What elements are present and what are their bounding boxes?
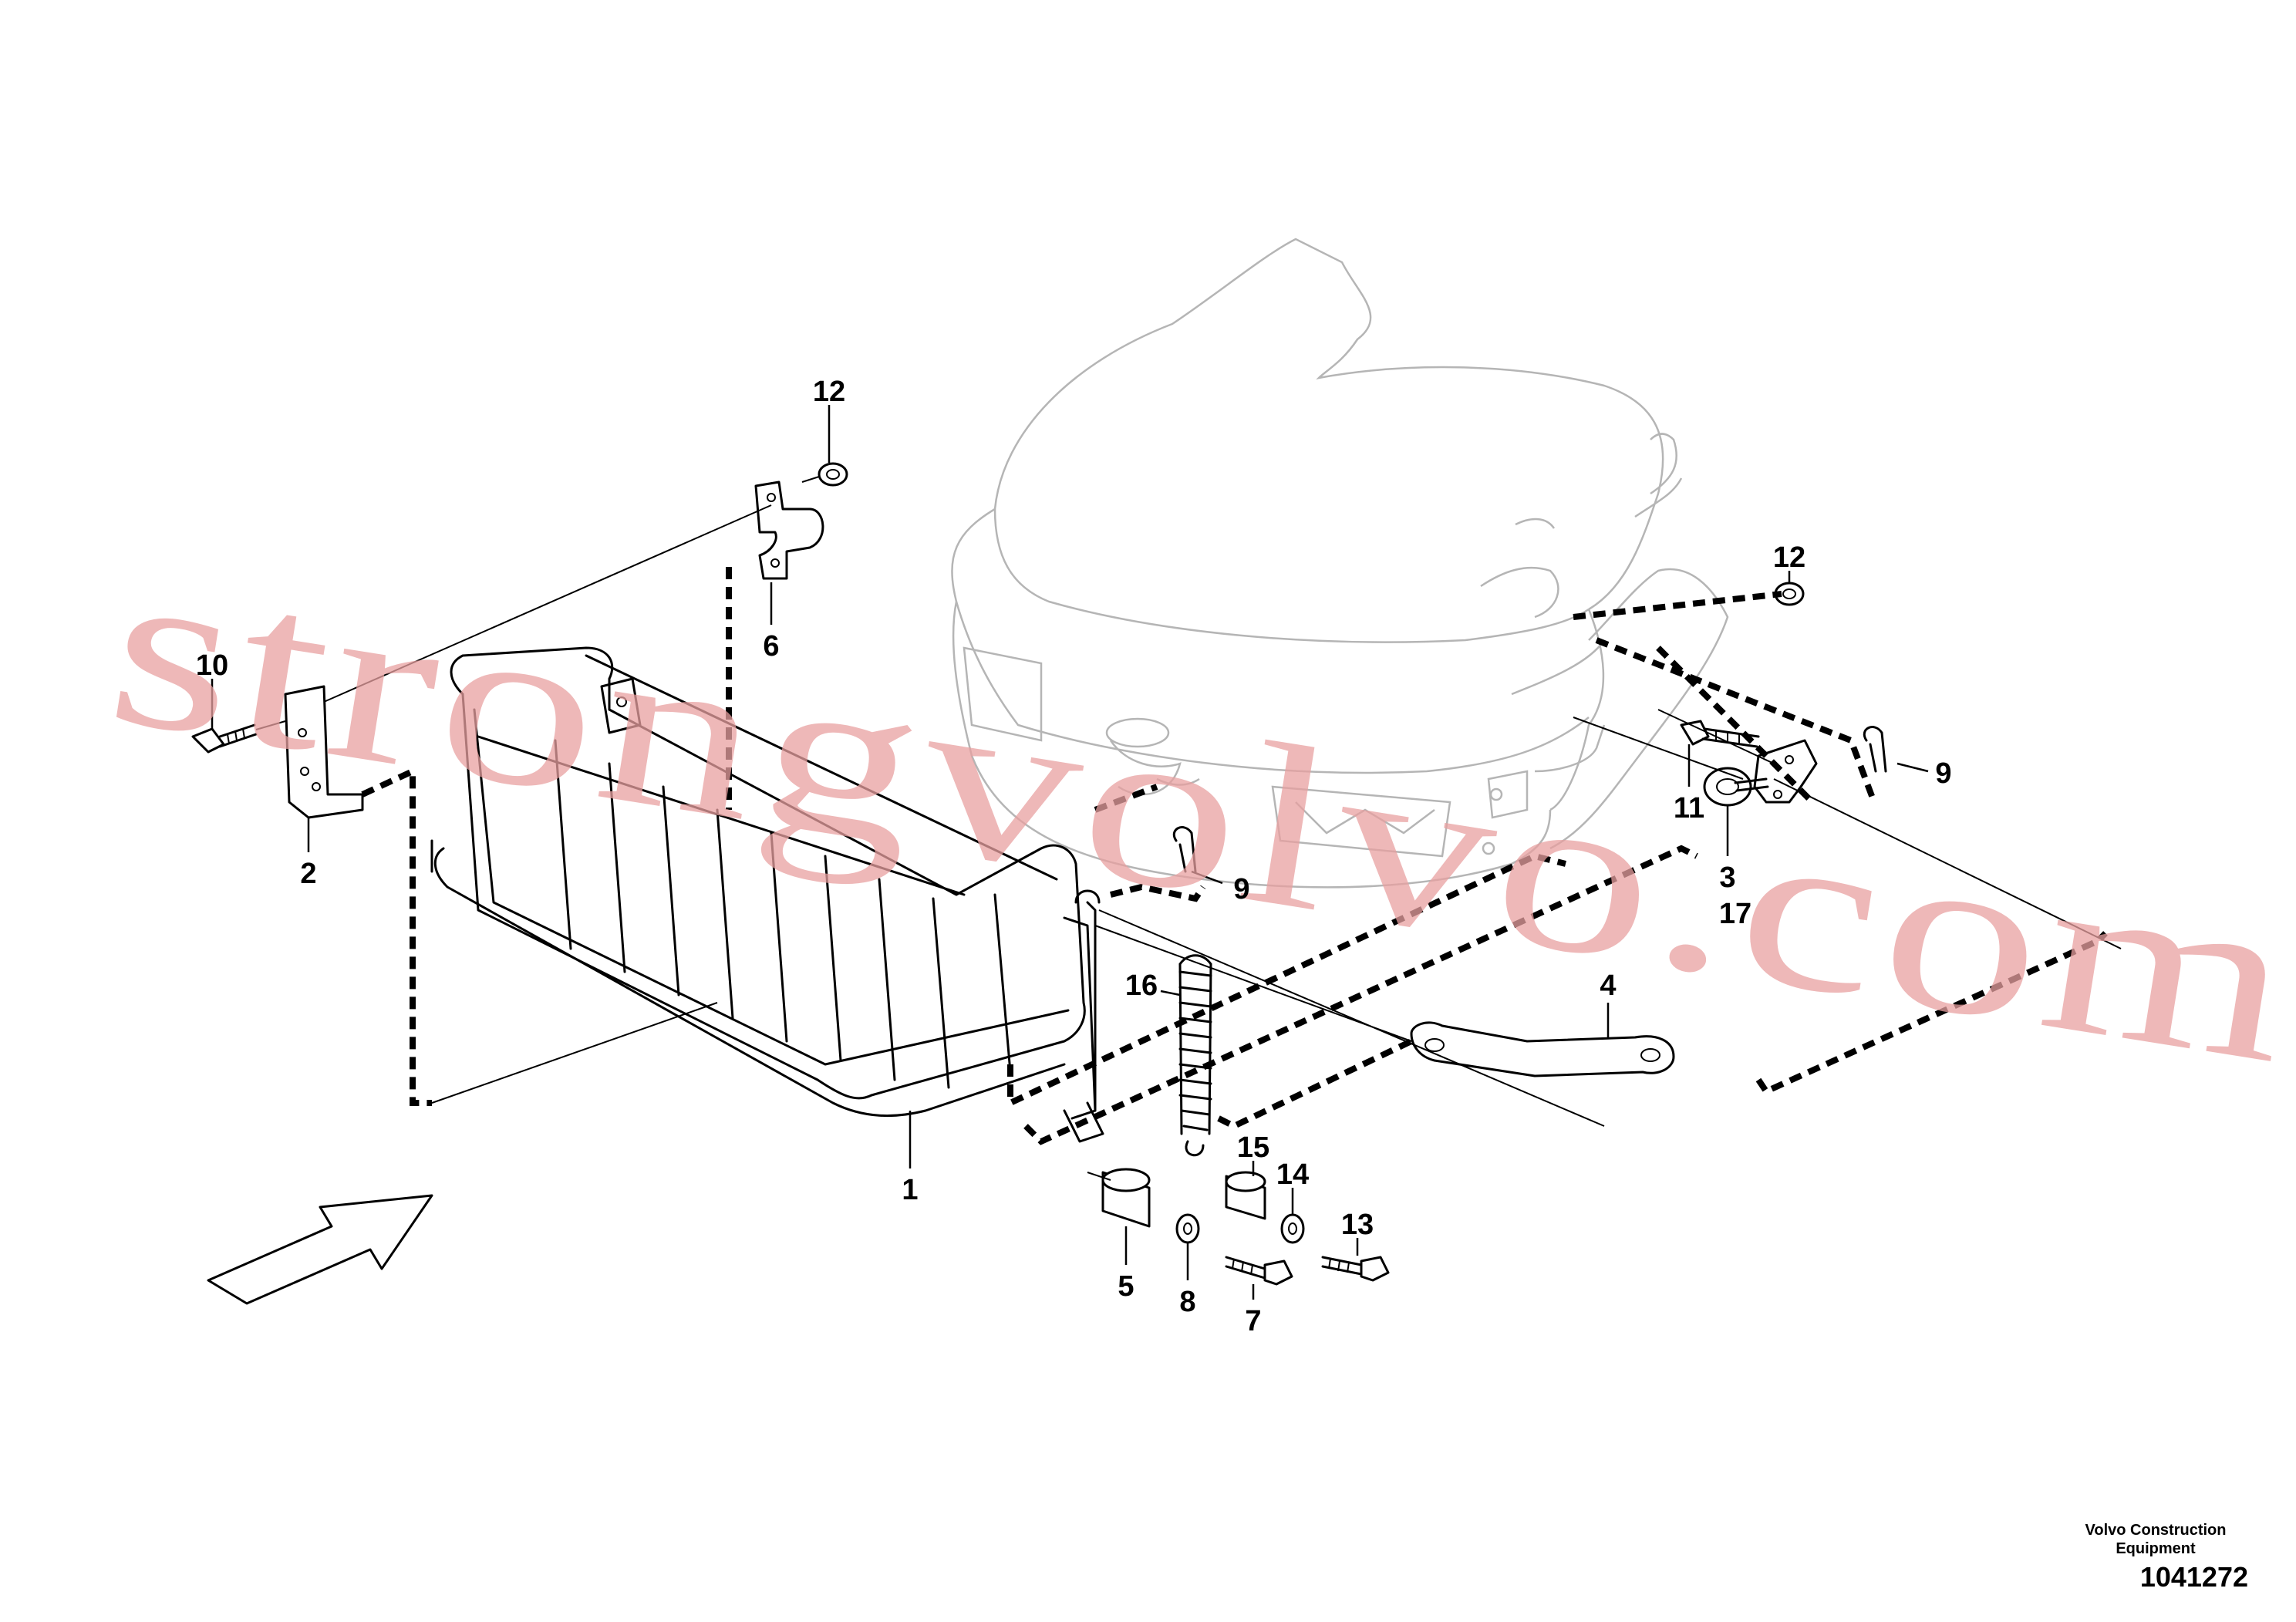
document-number: 1041272 — [2139, 1561, 2248, 1593]
label-part-15: 15 — [1237, 1131, 1269, 1164]
label-part-1: 1 — [902, 1174, 918, 1206]
label-part-13: 13 — [1341, 1209, 1374, 1241]
label-part-4: 4 — [1600, 969, 1616, 1002]
label-part-9-left: 9 — [1233, 873, 1249, 905]
washer-part-14 — [1280, 1213, 1305, 1244]
manufacturer-caption: Volvo Construction Equipment — [2055, 1521, 2256, 1558]
label-part-12-left: 12 — [813, 376, 845, 408]
bolt-part-7 — [1225, 1256, 1293, 1286]
label-part-6: 6 — [763, 630, 779, 663]
bolt-part-10 — [191, 720, 286, 754]
manufacturer-line-2: Equipment — [2116, 1540, 2196, 1557]
label-part-7: 7 — [1245, 1305, 1261, 1337]
pivot-rod — [1074, 889, 1605, 1127]
nut-part-12-left — [801, 462, 848, 487]
label-part-10: 10 — [196, 649, 228, 682]
label-part-14: 14 — [1276, 1158, 1309, 1191]
label-part-12-right: 12 — [1773, 541, 1805, 574]
stay-arm-part-4 — [1410, 1021, 1675, 1077]
bracket-part-2 — [284, 685, 364, 819]
label-part-8: 8 — [1179, 1286, 1195, 1318]
part-number-labels: 12 12 10 6 2 11 3 17 9 9 4 16 15 14 13 1… — [196, 376, 1952, 1337]
assembly-lines — [323, 504, 2122, 1181]
label-part-16: 16 — [1125, 969, 1158, 1002]
dashed-assembly-lines — [361, 567, 2108, 1145]
bolt-part-13 — [1321, 1256, 1390, 1282]
spring-pin-part-9-right — [1863, 726, 1887, 773]
washer-part-8 — [1175, 1213, 1200, 1244]
label-part-2: 2 — [300, 858, 316, 890]
bushing-part-15 — [1225, 1171, 1266, 1220]
view-direction-arrow — [207, 1194, 433, 1305]
label-part-9-right: 9 — [1935, 757, 1951, 790]
front-guard-part-1 — [430, 646, 1104, 1143]
label-part-5: 5 — [1118, 1270, 1134, 1303]
machine-body-outline — [951, 238, 1729, 889]
label-part-3: 3 — [1719, 862, 1735, 894]
watermark-text: strongvolvo.com — [95, 514, 2296, 1113]
label-part-17: 17 — [1719, 898, 1752, 930]
bushing-part-5 — [1101, 1168, 1151, 1228]
clip-part-6 — [754, 481, 824, 580]
spring-part-16 — [1178, 954, 1212, 1157]
manufacturer-line-1: Volvo Construction — [2085, 1522, 2227, 1539]
label-part-11: 11 — [1674, 792, 1704, 824]
leader-lines — [211, 405, 1929, 1300]
spring-pin-part-9-left — [1173, 826, 1197, 873]
